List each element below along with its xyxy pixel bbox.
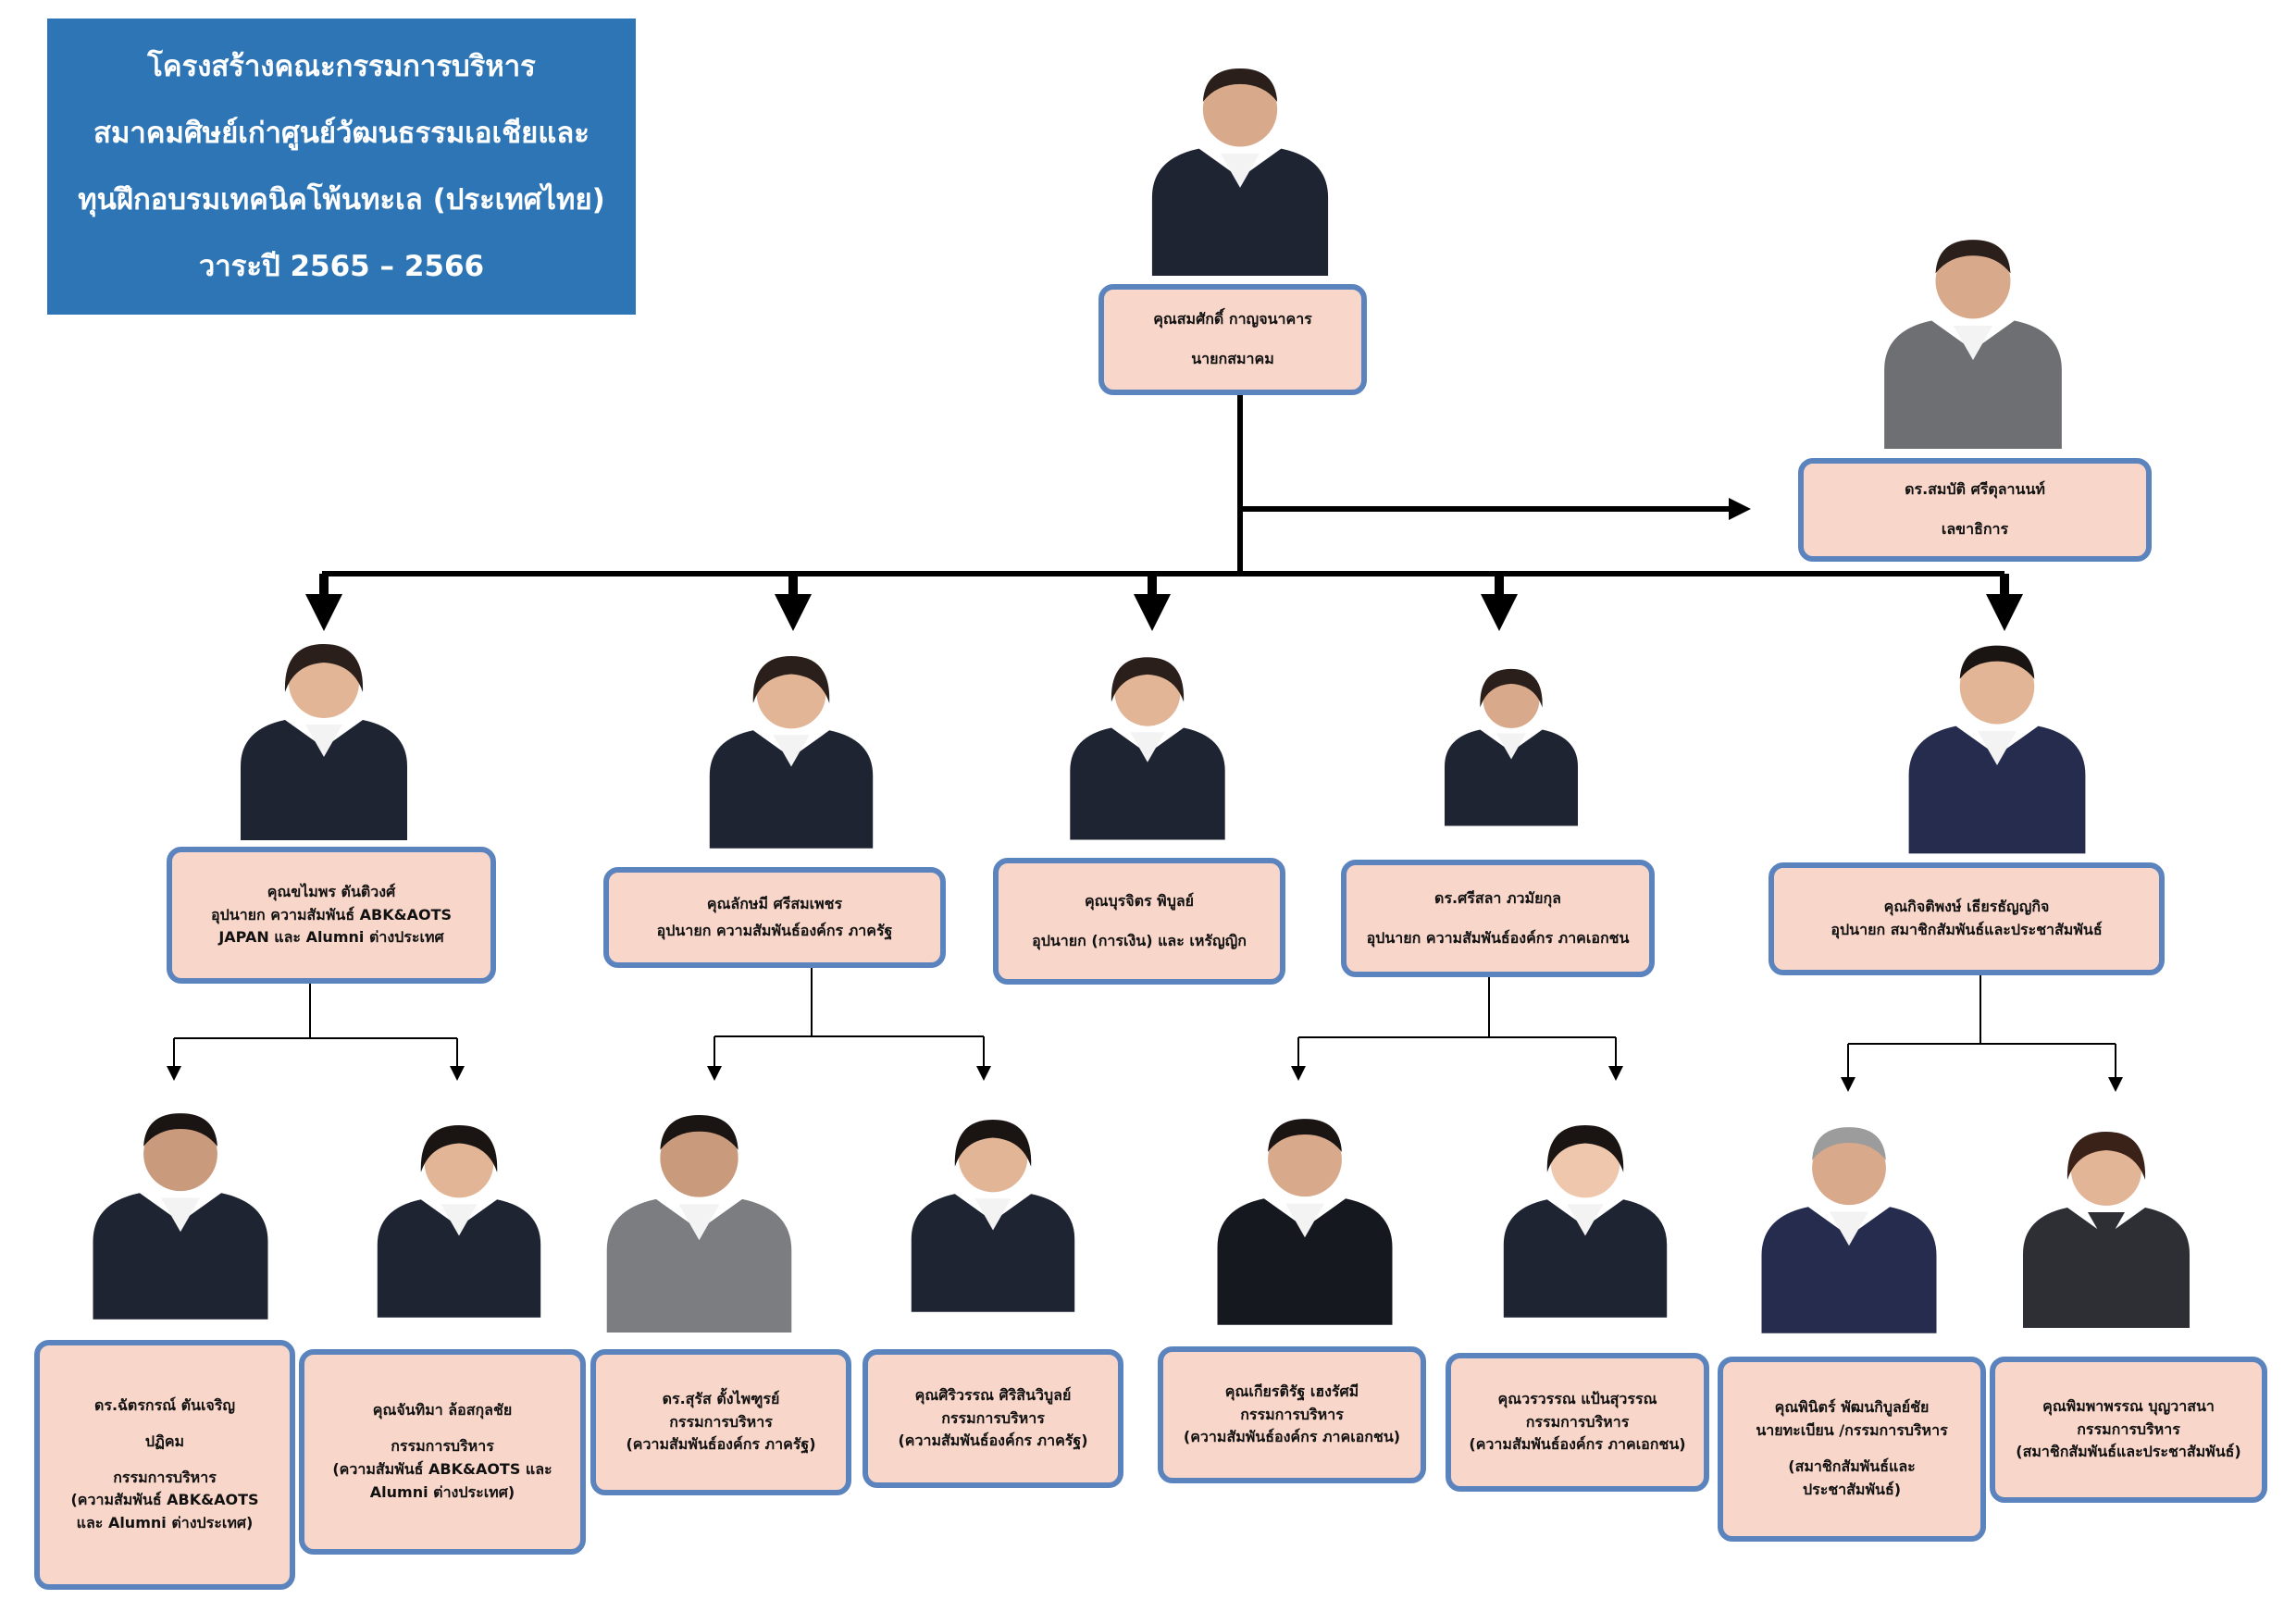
group-3-connectors — [1291, 977, 1623, 1081]
group-2-connectors — [707, 968, 991, 1081]
member-4-name: คุณศิริวรรณ ศิริสินวิบูลย์ — [914, 1385, 1072, 1404]
vp-4-role: อุปนายก ความสัมพันธ์องค์กร ภาคเอกชน — [1366, 928, 1630, 947]
member-1-line-4: (ความสัมพันธ์ ABK&AOTS — [70, 1491, 259, 1509]
secretary-box: ดร.สมบัติ ศรีตุลานนท์ เลขาธิการ — [1798, 458, 2152, 562]
member-1-box: ดร.ฉัตรกรณ์ ตันเจริญ ปฏิคม กรรมการบริหาร… — [34, 1340, 295, 1590]
member-5-line-2: กรรมการบริหาร — [1240, 1405, 1344, 1423]
member-2-line-4: Alumni ต่างประเทศ) — [369, 1482, 515, 1501]
group-4-connectors — [1841, 975, 2123, 1092]
secretary-photo — [1884, 240, 2062, 449]
member-7-line-2: นายทะเบียน /กรรมการบริหาร — [1756, 1421, 1948, 1440]
member-3-line-3: (ความสัมพันธ์องค์กร ภาครัฐ) — [626, 1435, 816, 1454]
member-7-line-3: (สมาชิกสัมพันธ์และ — [1788, 1457, 1916, 1475]
vp-2-role: อุปนายก ความสัมพันธ์องค์กร ภาครัฐ — [656, 921, 893, 939]
member-4-line-2: กรรมการบริหาร — [941, 1408, 1045, 1427]
member-8-photo — [2023, 1132, 2190, 1328]
member-2-photo — [377, 1124, 541, 1318]
member-8-name: คุณพิมพาพรรณ บุญวาสนา — [2042, 1396, 2215, 1415]
secretary-name: ดร.สมบัติ ศรีตุลานนท์ — [1905, 480, 2045, 499]
member-6-box: คุณวรวรรณ แป้นสุวรรณ กรรมการบริหาร (ความ… — [1446, 1353, 1709, 1492]
member-7-box: คุณพินิตร์ พัฒนกิบูลย์ชัย นายทะเบียน /กร… — [1718, 1357, 1986, 1542]
vp-5-box: คุณกิจติพงษ์ เธียรธัญญกิจ อุปนายก สมาชิก… — [1769, 862, 2165, 975]
member-7-name: คุณพินิตร์ พัฒนกิบูลย์ชัย — [1774, 1398, 1930, 1417]
member-3-name: ดร.สุรัส ตั้งไพฑูรย์ — [662, 1389, 780, 1407]
title-line-2: สมาคมศิษย์เก่าศูนย์วัฒนธรรมเอเชียและ — [93, 117, 590, 150]
member-1-photo — [93, 1113, 268, 1320]
vp-2-photo — [709, 655, 874, 849]
member-5-photo — [1217, 1119, 1393, 1325]
vp-4-box: ดร.ศรีสลา ภวมัยกุล อุปนายก ความสัมพันธ์อ… — [1341, 860, 1655, 977]
vp-1-role: อุปนายก ความสัมพันธ์ ABK&AOTS — [210, 905, 453, 924]
vp-5-name: คุณกิจติพงษ์ เธียรธัญญกิจ — [1883, 898, 2050, 916]
member-4-box: คุณศิริวรรณ ศิริสินวิบูลย์ กรรมการบริหาร… — [863, 1349, 1123, 1488]
member-1-line-5: และ Alumni ต่างประเทศ) — [76, 1514, 254, 1532]
vp-4-name: ดร.ศรีสลา ภวมัยกุล — [1434, 888, 1561, 907]
member-2-box: คุณจันทิมา ล้อสกุลชัย กรรมการบริหาร (ควา… — [299, 1349, 586, 1555]
president-photo — [1151, 68, 1329, 276]
member-3-photo — [606, 1114, 792, 1333]
member-1-line-3: กรรมการบริหาร — [113, 1468, 217, 1486]
title-line-4: วาระปี 2565 – 2566 — [198, 250, 485, 283]
vp-4-photo — [1445, 668, 1578, 826]
president-name: คุณสมศักดิ์ กาญจนาคาร — [1153, 310, 1312, 329]
vp-1-name: คุณขไมพร ตันติวงศ์ — [267, 882, 396, 900]
member-5-box: คุณเกียรติรัฐ เฮงรัศมี กรรมการบริหาร (คว… — [1158, 1346, 1426, 1483]
member-1-line-2: ปฏิคม — [144, 1432, 185, 1450]
secretary-role: เลขาธิการ — [1941, 520, 2009, 538]
member-4-photo — [911, 1119, 1075, 1312]
president-box: คุณสมศักดิ์ กาญจนาคาร นายกสมาคม — [1098, 284, 1367, 395]
title-box: โครงสร้างคณะกรรมการบริหาร สมาคมศิษย์เก่า… — [47, 19, 636, 315]
member-7-photo — [1761, 1127, 1937, 1333]
vp-1-box: คุณขไมพร ตันติวงศ์ อุปนายก ความสัมพันธ์ … — [167, 847, 496, 984]
member-6-photo — [1503, 1124, 1668, 1318]
member-2-name: คุณจันทิมา ล้อสกุลชัย — [372, 1401, 513, 1419]
member-5-name: คุณเกียรติรัฐ เฮงรัศมี — [1224, 1382, 1359, 1400]
vp-1-photo — [241, 644, 407, 840]
vp-2-name: คุณลักษมี ศรีสมเพชร — [706, 894, 843, 912]
member-8-line-3: (สมาชิกสัมพันธ์และประชาสัมพันธ์) — [2016, 1443, 2241, 1461]
member-8-line-2: กรรมการบริหาร — [2077, 1419, 2180, 1438]
member-6-line-3: (ความสัมพันธ์องค์กร ภาคเอกชน) — [1469, 1435, 1686, 1454]
member-2-line-3: (ความสัมพันธ์ ABK&AOTS และ — [332, 1460, 552, 1478]
member-8-box: คุณพิมพาพรรณ บุญวาสนา กรรมการบริหาร (สมา… — [1990, 1357, 2267, 1503]
member-6-name: คุณวรวรรณ แป้นสุวรรณ — [1497, 1389, 1657, 1407]
vp-3-name: คุณบุรจิตร พิบูลย์ — [1084, 891, 1195, 910]
vp-5-role: อุปนายก สมาชิกสัมพันธ์และประชาสัมพันธ์ — [1831, 921, 2103, 938]
member-3-line-2: กรรมการบริหาร — [669, 1412, 773, 1431]
vp-3-photo — [1070, 657, 1225, 840]
member-7-line-4: ประชาสัมพันธ์) — [1802, 1480, 1902, 1498]
member-6-line-2: กรรมการบริหาร — [1525, 1412, 1630, 1431]
president-role: นายกสมาคม — [1191, 350, 1274, 367]
member-3-box: ดร.สุรัส ตั้งไพฑูรย์ กรรมการบริหาร (ความ… — [590, 1349, 851, 1495]
vp-3-role: อุปนายก (การเงิน) และ เหรัญญิก — [1032, 931, 1247, 949]
member-5-line-3: (ความสัมพันธ์องค์กร ภาคเอกชน) — [1183, 1428, 1401, 1446]
title-line-3: ทุนฝึกอบรมเทคนิคโพ้นทะเล (ประเทศไทย) — [78, 183, 605, 217]
title-line-1: โครงสร้างคณะกรรมการบริหาร — [147, 50, 536, 83]
vp-2-box: คุณลักษมี ศรีสมเพชร อุปนายก ความสัมพันธ์… — [603, 867, 946, 968]
vp-3-box: คุณบุรจิตร พิบูลย์ อุปนายก (การเงิน) และ… — [993, 858, 1285, 985]
member-2-line-2: กรรมการบริหาร — [391, 1437, 494, 1456]
vp-5-photo — [1908, 645, 2086, 854]
member-1-name: ดร.ฉัตรกรณ์ ตันเจริญ — [93, 1396, 236, 1414]
group-1-connectors — [167, 984, 465, 1081]
member-4-line-3: (ความสัมพันธ์องค์กร ภาครัฐ) — [898, 1432, 1088, 1450]
vp-1-role-2: JAPAN และ Alumni ต่างประเทศ — [218, 928, 444, 947]
